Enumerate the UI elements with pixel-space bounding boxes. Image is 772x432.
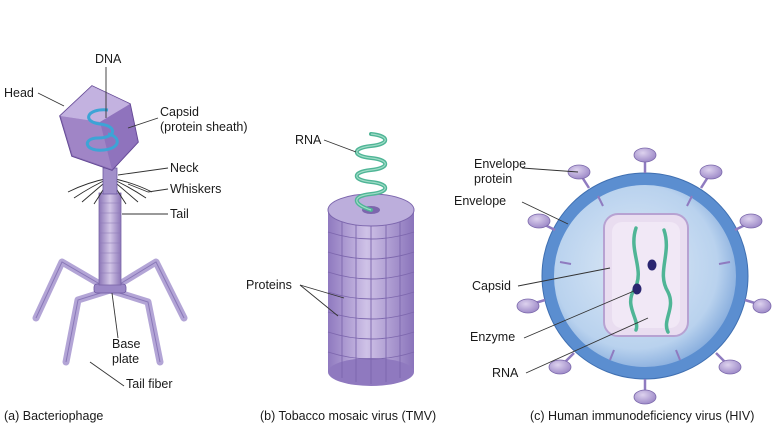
caption-tmv: (b) Tobacco mosaic virus (TMV) <box>260 409 436 423</box>
hiv-enzyme-2 <box>632 283 642 295</box>
hiv-envelope-proteins <box>516 147 772 405</box>
label-tmv-proteins: Proteins <box>246 278 292 292</box>
phage-dna <box>86 108 119 152</box>
phage-tail <box>98 192 122 286</box>
hiv-rna-strand-2 <box>661 228 673 334</box>
tmv-protein-subunits <box>327 220 415 384</box>
label-enzyme: Enzyme <box>470 330 515 344</box>
caption-bacteriophage: (a) Bacteriophage <box>4 409 103 423</box>
label-hiv-capsid: Capsid <box>472 279 511 293</box>
label-neck: Neck <box>170 161 199 175</box>
label-capsid: Capsid <box>160 105 199 119</box>
hiv-enzyme-1 <box>647 259 657 271</box>
phage-neck <box>102 167 118 195</box>
label-dna: DNA <box>95 52 122 66</box>
label-hiv-rna: RNA <box>492 366 519 380</box>
label-tail: Tail <box>170 207 189 221</box>
tmv-illustration <box>327 132 415 386</box>
label-envelope: Envelope <box>454 194 506 208</box>
label-head: Head <box>4 86 34 100</box>
bacteriophage-illustration <box>32 85 188 366</box>
bacteriophage-leaders <box>37 67 169 387</box>
hiv-leaders <box>517 167 649 374</box>
label-tail-fiber: Tail fiber <box>126 377 173 391</box>
hiv-illustration <box>516 147 772 405</box>
label-tmv-rna: RNA <box>295 133 322 147</box>
tmv-leaders <box>299 139 357 317</box>
label-envelope-protein: Envelope <box>474 157 526 171</box>
label-capsid-sub: (protein sheath) <box>160 120 248 134</box>
label-envelope-protein-sub: protein <box>474 172 512 186</box>
label-plate: plate <box>112 352 139 366</box>
label-whiskers: Whiskers <box>170 182 221 196</box>
label-base: Base <box>112 337 141 351</box>
caption-hiv: (c) Human immunodeficiency virus (HIV) <box>530 409 754 423</box>
